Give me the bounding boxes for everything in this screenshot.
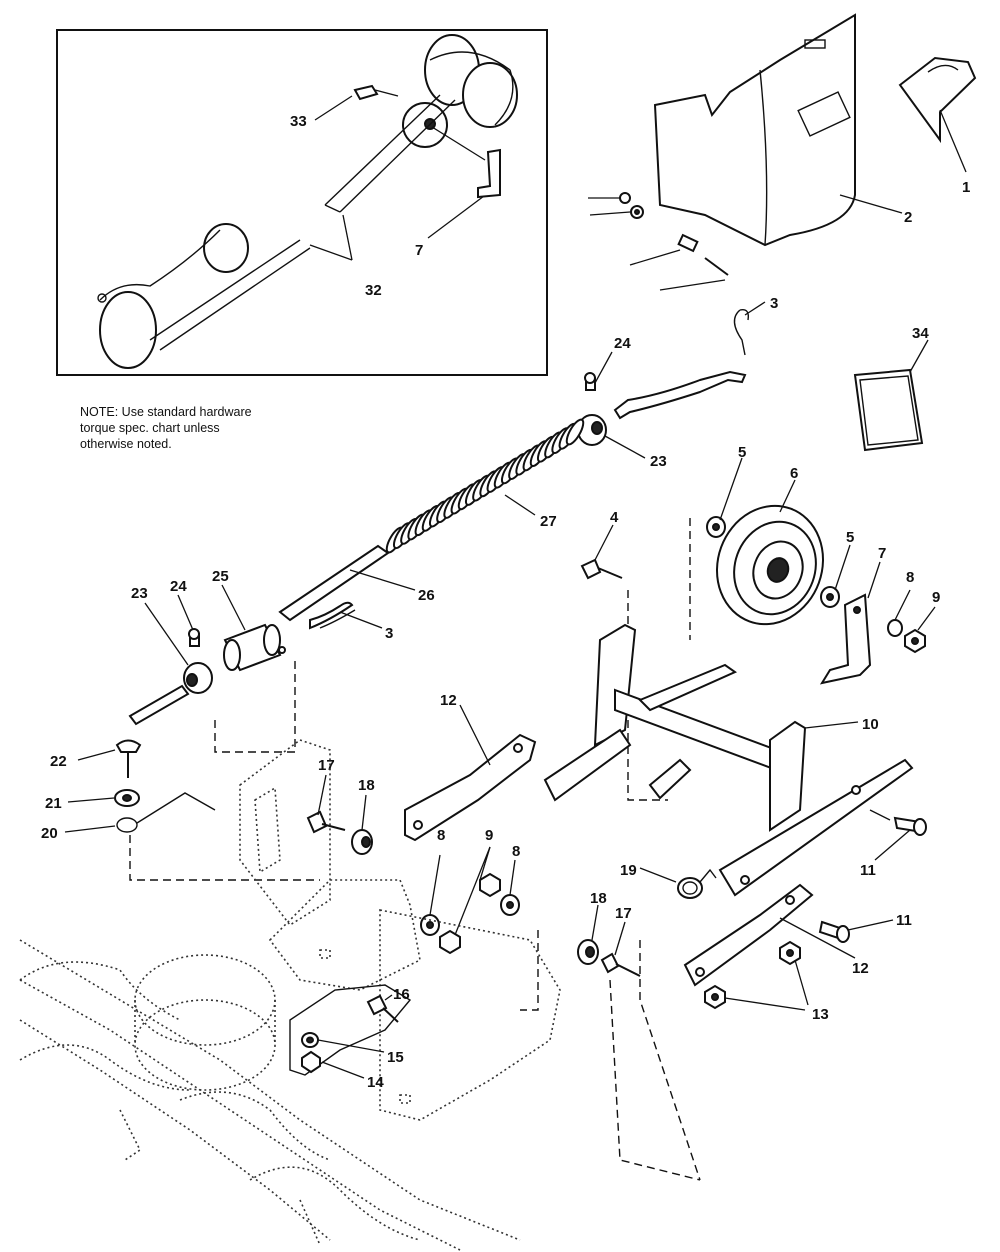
idler-pulley xyxy=(716,504,824,626)
bracket-7 xyxy=(819,593,872,685)
nut-13b xyxy=(704,984,726,1010)
callout-32: 32 xyxy=(365,282,382,299)
pad-34 xyxy=(853,368,924,452)
callout-3-mid: 3 xyxy=(385,625,393,642)
callout-15: 15 xyxy=(387,1049,404,1066)
callout-4: 4 xyxy=(610,509,619,526)
callout-5b: 5 xyxy=(846,529,854,546)
callout-19: 19 xyxy=(620,862,637,879)
compression-spring xyxy=(385,418,585,554)
callout-24-lower: 24 xyxy=(170,578,187,595)
spacer-18-right xyxy=(577,939,599,965)
plate-12-right xyxy=(683,883,814,987)
callout-17-right: 17 xyxy=(615,905,632,922)
collar-upper xyxy=(577,372,607,446)
callout-24-upper: 24 xyxy=(614,335,631,352)
callout-9a: 9 xyxy=(932,589,940,606)
callout-2: 2 xyxy=(904,209,912,226)
washer-8 xyxy=(887,619,903,637)
callout-12-left: 12 xyxy=(440,692,457,709)
callout-1: 1 xyxy=(962,179,970,196)
callout-26: 26 xyxy=(418,587,435,604)
note-line-1: NOTE: Use standard hardware xyxy=(80,405,252,419)
callout-8c: 8 xyxy=(512,843,520,860)
nut-13a xyxy=(779,940,801,966)
collar-lower xyxy=(183,628,213,694)
callout-6: 6 xyxy=(790,465,798,482)
bolt-22 xyxy=(115,739,142,778)
hairpin-clip-mid xyxy=(309,601,356,630)
callout-23-upper: 23 xyxy=(650,453,667,470)
bolt-11-right xyxy=(893,816,927,836)
deck-bracket-plate xyxy=(289,984,412,1076)
spacer-18-left xyxy=(351,829,373,855)
callout-27: 27 xyxy=(540,513,557,530)
callout-11-bottom: 11 xyxy=(896,912,912,929)
torque-note: NOTE: Use standard hardware torque spec.… xyxy=(80,404,340,452)
callout-20: 20 xyxy=(41,825,58,842)
washer-8-right xyxy=(500,894,520,916)
callout-5a: 5 xyxy=(738,444,746,461)
washer-15 xyxy=(301,1032,319,1048)
callout-8a: 8 xyxy=(906,569,914,586)
washer-8-left xyxy=(420,914,440,936)
spring-rod xyxy=(613,309,750,420)
nut-9 xyxy=(904,628,926,654)
nut-9-right xyxy=(479,872,501,898)
belt-routing-inset: 33 7 32 xyxy=(56,29,548,376)
callout-12-right: 12 xyxy=(852,960,869,977)
callout-10: 10 xyxy=(862,716,879,733)
swivel-block xyxy=(223,623,286,672)
bolt-17-right xyxy=(600,952,641,977)
callout-17-left: 17 xyxy=(318,757,335,774)
rod-20 xyxy=(116,792,216,833)
nut-9-left xyxy=(439,929,461,955)
nut-14 xyxy=(301,1050,321,1074)
callout-14: 14 xyxy=(367,1074,384,1091)
bolt-16 xyxy=(366,994,399,1023)
plate-12-left xyxy=(404,733,537,842)
washer-21 xyxy=(114,789,140,807)
bolt-17-left xyxy=(306,810,346,834)
cover-hardware xyxy=(588,192,729,291)
callout-33: 33 xyxy=(290,113,307,130)
bolt-4 xyxy=(580,558,623,580)
callout-16: 16 xyxy=(393,986,410,1003)
callout-13: 13 xyxy=(812,1006,829,1023)
callout-8b: 8 xyxy=(437,827,445,844)
callout-3-top: 3 xyxy=(770,295,778,312)
bolt-11-bottom xyxy=(818,920,850,943)
callout-21: 21 xyxy=(45,795,62,812)
callout-9b: 9 xyxy=(485,827,493,844)
spacer-pad xyxy=(898,56,977,144)
mower-deck-phantom xyxy=(19,739,561,1251)
callout-23-lower: 23 xyxy=(131,585,148,602)
callout-25: 25 xyxy=(212,568,229,585)
callout-18-left: 18 xyxy=(358,777,375,794)
washer-5b xyxy=(820,586,840,608)
note-line-2: torque spec. chart unless xyxy=(80,421,220,435)
callout-7: 7 xyxy=(878,545,886,562)
short-rod xyxy=(128,684,190,726)
callout-7-inset: 7 xyxy=(415,242,423,259)
belt-guard-cover xyxy=(653,13,856,247)
callout-22: 22 xyxy=(50,753,67,770)
callout-11-right: 11 xyxy=(860,862,876,879)
washer-5a xyxy=(706,516,726,538)
idler-bracket-10 xyxy=(543,623,914,897)
callout-34: 34 xyxy=(912,325,929,342)
note-line-3: otherwise noted. xyxy=(80,437,172,451)
spring-coil xyxy=(565,418,585,446)
callout-18-right: 18 xyxy=(590,890,607,907)
rod-26 xyxy=(278,544,390,622)
torsion-spring-19 xyxy=(677,868,717,899)
